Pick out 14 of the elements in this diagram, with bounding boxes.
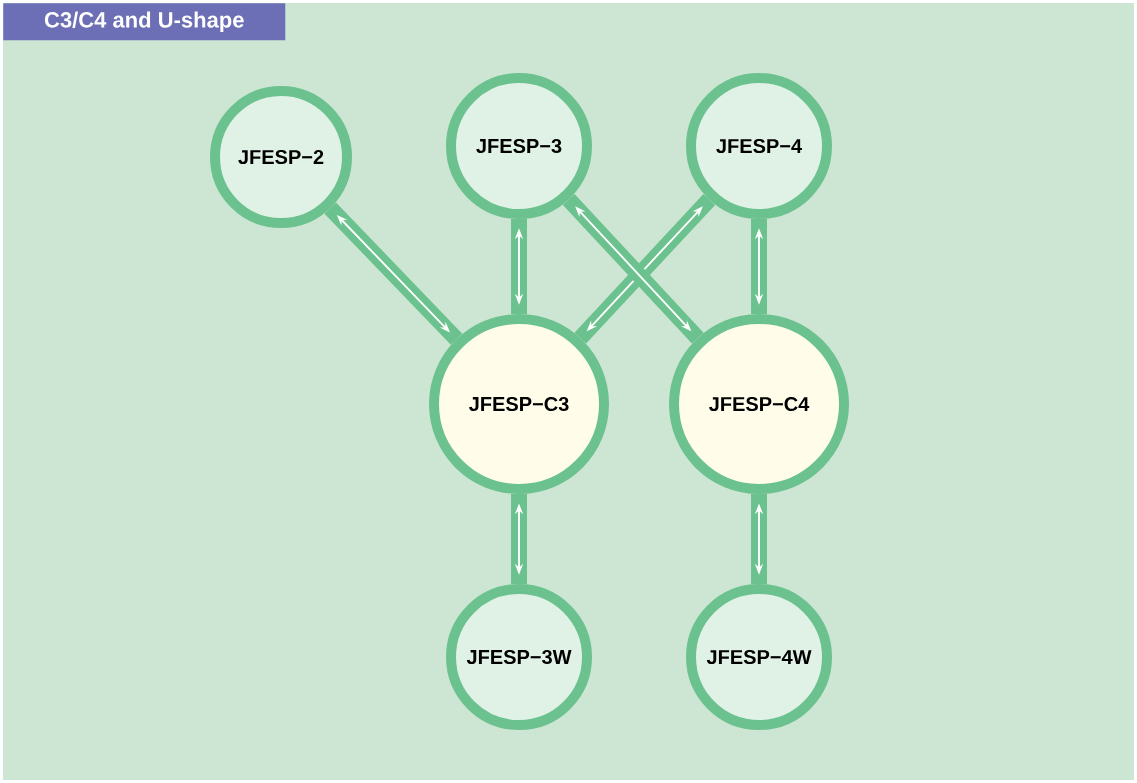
circle-node: JFESP−4W [686, 584, 832, 730]
double-arrow [751, 219, 767, 314]
double-arrow [324, 202, 463, 345]
double-arrow [574, 194, 716, 344]
double-arrow [511, 219, 527, 314]
double-arrow [511, 494, 527, 584]
title-banner: C3/C4 and U-shape [3, 3, 286, 41]
circle-node: JFESP−C3 [429, 314, 609, 494]
circle-node: JFESP−3W [446, 584, 592, 730]
double-arrow [751, 494, 767, 584]
circle-node: JFESP−C4 [669, 314, 849, 494]
circle-node: JFESP−3 [446, 73, 592, 219]
circle-node: JFESP−4 [686, 73, 832, 219]
double-arrow [562, 194, 704, 344]
